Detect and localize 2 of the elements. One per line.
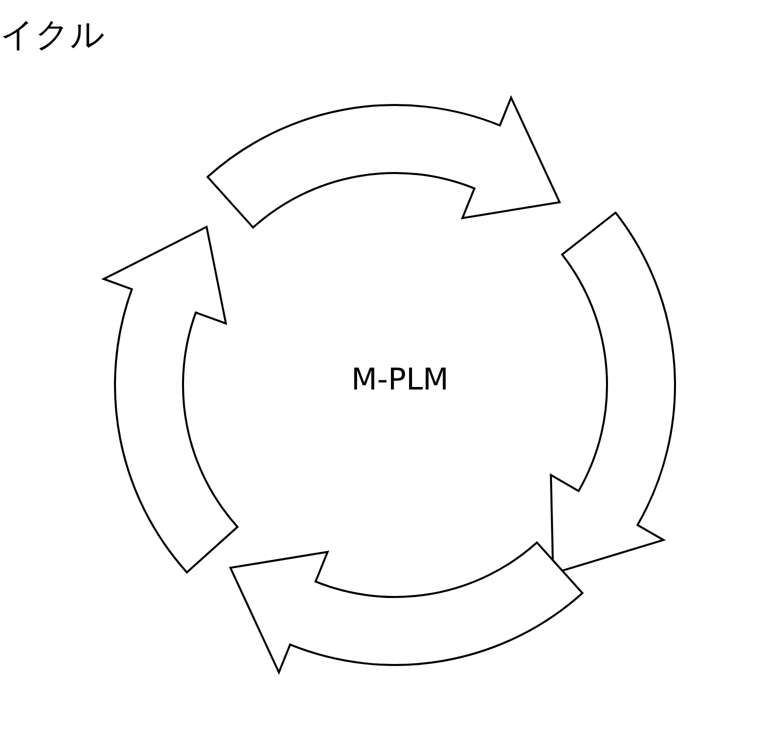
title: イクル	[0, 14, 105, 57]
center-label: M-PLM	[351, 362, 449, 398]
